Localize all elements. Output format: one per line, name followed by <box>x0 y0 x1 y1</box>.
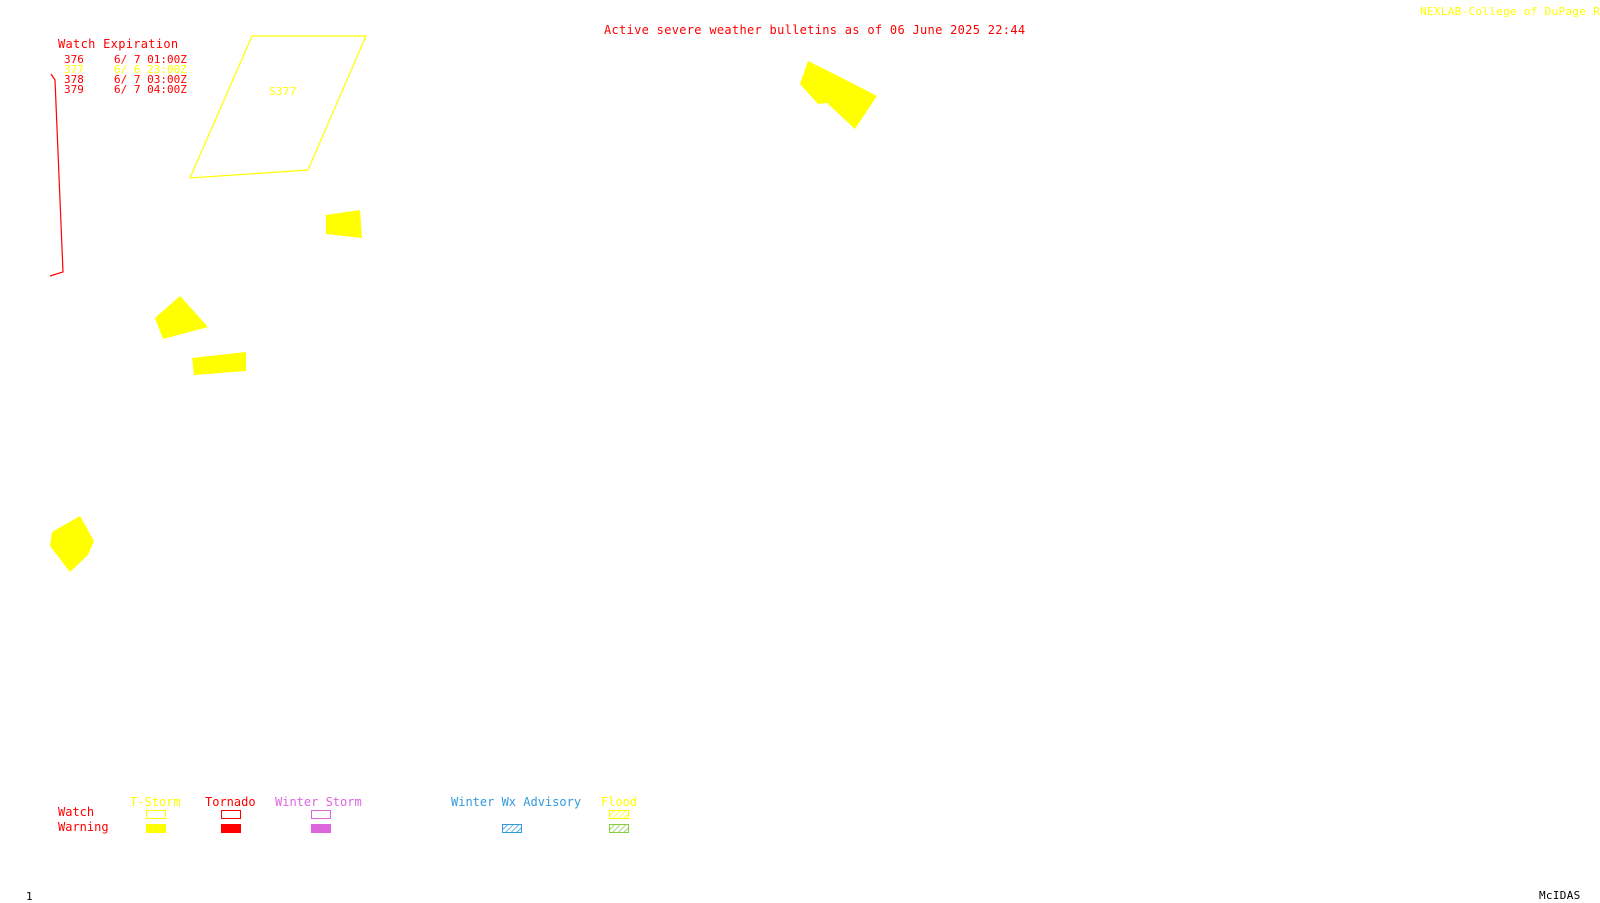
legend-flood-warning-swatch <box>609 824 629 833</box>
legend-tstorm-label: T-Storm <box>130 795 181 809</box>
legend-watch-row-label: Watch <box>58 805 95 819</box>
legend-flood-watch-swatch <box>609 810 629 819</box>
legend-warning-row-label: Warning <box>58 820 109 834</box>
watch-377-label: S377 <box>269 85 297 98</box>
tstorm-warning-polygon <box>800 61 877 129</box>
tornado-watch-outline <box>49 73 64 277</box>
watch-expiry: 6/ 7 01:00Z <box>114 53 187 66</box>
legend-tstorm-watch-swatch <box>146 810 166 819</box>
tstorm-warning-polygon <box>192 352 246 375</box>
watch-expiration-heading: Watch Expiration <box>58 37 179 51</box>
legend-winter-advisory-label: Winter Wx Advisory <box>451 795 582 809</box>
tstorm-warning-polygon <box>326 210 362 238</box>
watch-number: 376 <box>64 53 84 66</box>
legend-winter-storm-label: Winter Storm <box>275 795 362 809</box>
legend-winter-storm-watch-swatch <box>311 810 331 819</box>
watch-row: 378 6/ 7 03:00Z <box>64 74 187 85</box>
watch-expiry: 6/ 7 04:00Z <box>114 83 187 96</box>
watch-expiry: 6/ 7 03:00Z <box>114 73 187 86</box>
tstorm-warning-polygon <box>155 296 208 339</box>
legend-tornado-warning-swatch <box>221 824 241 833</box>
bulletin-title: Active severe weather bulletins as of 06… <box>604 23 1026 37</box>
watch-number: 378 <box>64 73 84 86</box>
watch-row: 376 6/ 7 01:00Z <box>64 54 187 65</box>
legend-winter-storm-warning-swatch <box>311 824 331 833</box>
legend-flood-label: Flood <box>601 795 638 809</box>
watch-expiry: 6/ 6 23:00Z <box>114 63 187 76</box>
watch-row: 379 6/ 7 04:00Z <box>64 84 187 95</box>
legend-tornado-label: Tornado <box>205 795 256 809</box>
legend-tstorm-warning-swatch <box>146 824 166 833</box>
software-label: McIDAS <box>1539 889 1581 902</box>
frame-number: 1 <box>26 890 33 903</box>
credit-label: NEXLAB-College of DuPage R <box>1420 5 1600 18</box>
legend-winter-advisory-swatch <box>502 824 522 833</box>
tstorm-warning-polygon <box>50 516 94 572</box>
tstorm-watch-377-outline <box>189 35 367 179</box>
watch-row: 377 6/ 6 23:00Z <box>64 64 187 75</box>
watch-number: 379 <box>64 83 84 96</box>
legend-tornado-watch-swatch <box>221 810 241 819</box>
watch-number: 377 <box>64 63 84 76</box>
